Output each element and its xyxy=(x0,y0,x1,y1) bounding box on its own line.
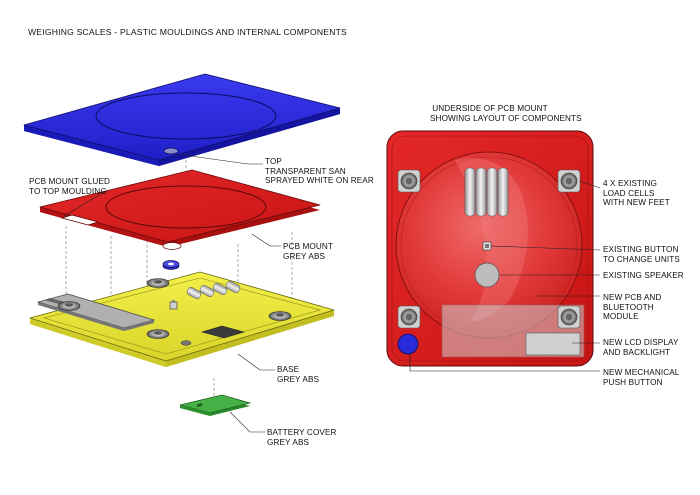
label-push-button: NEW MECHANICAL PUSH BUTTON xyxy=(603,368,680,387)
label-existing-speaker: EXISTING SPEAKER xyxy=(603,271,684,280)
leaders-right xyxy=(409,180,601,372)
label-load-cells: 4 x EXISTING LOAD CELLS WITH NEW FEET xyxy=(603,179,670,207)
load-cells-exploded xyxy=(57,278,292,339)
pcb-mount-plate xyxy=(39,169,321,250)
label-pcb-mount-glued: PCB MOUNT GLUED TO TOP MOULDING xyxy=(29,177,110,196)
batteries-underside xyxy=(464,167,509,217)
small-switch xyxy=(169,300,178,310)
label-base: BASE GREY ABS xyxy=(277,365,320,384)
label-lcd: NEW LCD DISPLAY AND BACKLIGHT xyxy=(603,338,679,357)
existing-units-button xyxy=(482,241,492,251)
underside-heading: UNDERSIDE OF PCB MOUNT SHOWING LAYOUT OF… xyxy=(430,104,582,123)
connector-ring xyxy=(162,260,180,270)
label-battery-cover: BATTERY COVER GREY ABS xyxy=(267,428,337,447)
existing-speaker xyxy=(474,262,500,288)
label-existing-button: EXISTING BUTTON TO CHANGE UNITS xyxy=(603,245,680,264)
batteries-exploded xyxy=(186,280,241,300)
top-moulding xyxy=(23,73,341,166)
sheet-title: WEIGHING SCALES - PLASTIC MOULDINGS AND … xyxy=(28,27,347,37)
label-pcb-mount: PCB MOUNT GREY ABS xyxy=(283,242,334,261)
battery-cover xyxy=(179,394,252,416)
load-cells-underside xyxy=(397,169,581,329)
lcd-display xyxy=(525,332,581,356)
label-top-moulding: TOP TRANSPARENT SAN SPRAYED WHITE ON REA… xyxy=(265,157,374,185)
new-push-button xyxy=(397,333,419,355)
base-moulding xyxy=(29,271,335,367)
label-new-pcb: NEW PCB AND BLUETOOTH MODULE xyxy=(603,293,662,321)
leaders-left xyxy=(63,153,281,433)
